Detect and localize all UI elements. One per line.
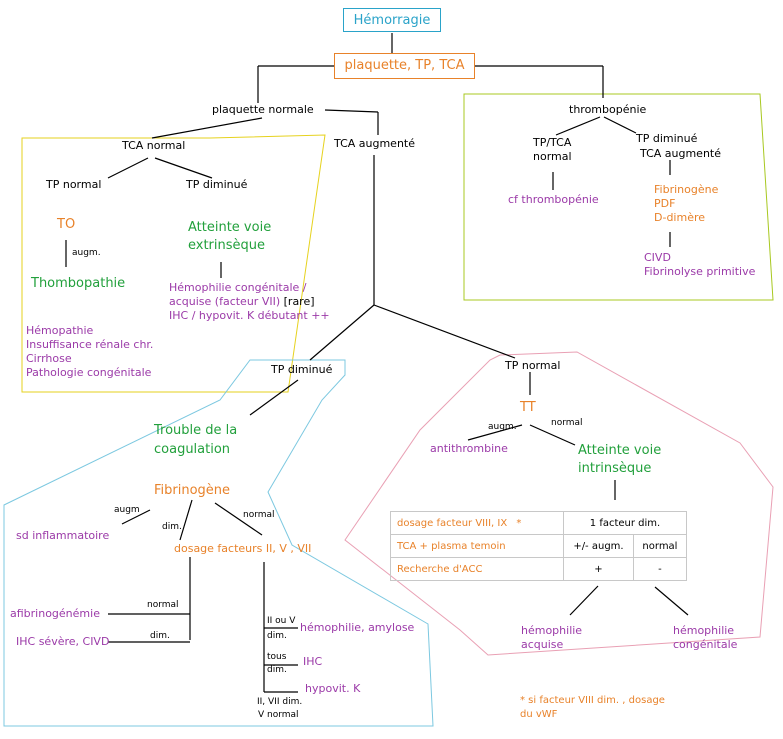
tp-diminue-blue-label: TP diminué — [271, 363, 333, 376]
extrinseque-causes-line1: Hémophilie congénitale / — [169, 281, 307, 294]
antithrombine: antithrombine — [430, 442, 508, 455]
branch-c-line2: V normal — [258, 710, 299, 720]
table-cell: + — [563, 557, 634, 581]
branch-b-line1: tous — [267, 652, 287, 662]
edge-normal-tt: normal — [551, 418, 583, 428]
hypovit-k-result: hypovit. K — [305, 682, 361, 695]
footnote-star: * — [516, 517, 522, 529]
branch-c-line1: II, VII dim. — [257, 697, 303, 707]
intrinseque-line1: Atteinte voie — [578, 443, 662, 458]
cf-thrombopenie: cf thrombopénie — [508, 193, 599, 206]
intrinsic-test-table: dosage facteur VIII, IX * 1 facteur dim.… — [390, 511, 688, 581]
plaquette-normale-label: plaquette normale — [212, 103, 314, 116]
trouble-line2: coagulation — [154, 442, 231, 457]
branch-a-line1: II ou V — [267, 616, 296, 626]
tt-node: TT — [520, 400, 536, 415]
tca-normal-label: TCA normal — [122, 139, 186, 152]
hemophilie-congenitale-line1: hémophilie — [673, 624, 735, 637]
hemophilie-congenitale-line2: congénitale — [673, 638, 738, 651]
olive-region-outline — [463, 93, 774, 301]
extrinseque-causes-line2-text: acquise (facteur VII) — [169, 295, 281, 308]
edge-dim-fib: dim. — [162, 522, 182, 532]
sd-inflammatoire: sd inflammatoire — [16, 529, 110, 542]
branch-b-line2: dim. — [267, 665, 287, 675]
test-fibrinogene: Fibrinogène — [654, 183, 719, 196]
edge-augm-tt: augm. — [488, 422, 517, 432]
ihc-severe-civd: IHC sévère, CIVD — [16, 635, 110, 648]
blue-region-outline — [3, 359, 434, 727]
tp-normal-label: TP normal — [46, 178, 102, 191]
thrombopenie-label: thrombopénie — [569, 103, 647, 116]
edge-augm-to: augm. — [72, 248, 101, 258]
tp-diminue-right-line1: TP diminué — [636, 132, 698, 145]
result-civd: CIVD — [644, 251, 671, 264]
edge-normal-left: normal — [147, 600, 179, 610]
extrinseque-causes-line2: acquise (facteur VII) [rare] — [169, 295, 315, 309]
branch-a-line2: dim. — [267, 631, 287, 641]
hemophilie-acquise-line1: hémophilie — [521, 624, 583, 637]
cause-pathologie-congenitale: Pathologie congénitale — [26, 366, 152, 379]
hemophilie-acquise-line2: acquise — [521, 638, 564, 651]
table-cell: 1 facteur dim. — [563, 511, 687, 535]
tca-augmente-label: TCA augmenté — [334, 137, 416, 150]
dosage-facteurs: dosage facteurs II, V , VII — [174, 542, 312, 555]
tp-tca-normal-line2: normal — [533, 150, 572, 163]
fibrinogene-node: Fibrinogène — [154, 483, 231, 498]
tca-augmente-right-line2: TCA augmenté — [640, 147, 722, 160]
table-row-label: dosage facteur VIII, IX * — [390, 511, 564, 535]
title-hemorragie: Hémorragie — [343, 8, 441, 32]
cause-hemopathie: Hémopathie — [26, 324, 94, 337]
row-label-text: dosage facteur VIII, IX — [397, 517, 508, 529]
table-row: dosage facteur VIII, IX * 1 facteur dim. — [390, 511, 687, 535]
table-row: TCA + plasma temoin +/- augm. normal — [390, 534, 688, 558]
table-cell: +/- augm. — [563, 534, 634, 558]
table-cell: normal — [632, 534, 688, 558]
extrinseque-line2: extrinsèque — [188, 238, 266, 253]
footnote-line1: * si facteur VIII dim. , dosage — [520, 695, 665, 706]
table-row-label: TCA + plasma temoin — [390, 534, 564, 558]
extrinseque-causes-line3: IHC / hypovit. K débutant ++ — [169, 309, 330, 322]
pink-region-outline — [344, 351, 774, 656]
hemophilie-amylose: hémophilie, amylose — [300, 621, 415, 634]
tp-normal-pink-label: TP normal — [505, 359, 561, 372]
cause-insuffisance-renale: Insuffisance rénale chr. — [26, 338, 154, 351]
extrinseque-line1: Atteinte voie — [188, 220, 272, 235]
cause-cirrhose: Cirrhose — [26, 352, 72, 365]
trouble-line1: Trouble de la — [154, 423, 238, 438]
footnote-line2: du vWF — [520, 709, 558, 720]
intrinseque-line2: intrinsèque — [578, 461, 652, 476]
afibrinogenemie: afibrinogénémie — [10, 607, 100, 620]
edge-augm-fib: augm — [114, 505, 140, 515]
table-row: Recherche d'ACC + - — [390, 557, 688, 581]
test-pdf: PDF — [654, 197, 676, 210]
root-node: plaquette, TP, TCA — [334, 53, 475, 79]
to-node: TO — [57, 217, 76, 232]
edge-dim-left: dim. — [150, 631, 170, 641]
tp-diminue-label: TP diminué — [186, 178, 248, 191]
rare-tag: [rare] — [283, 295, 315, 308]
tp-tca-normal-line1: TP/TCA — [533, 136, 572, 149]
test-d-dimere: D-dimère — [654, 211, 706, 224]
ihc-result: IHC — [303, 655, 323, 668]
table-row-label: Recherche d'ACC — [390, 557, 564, 581]
edge-normal-fib: normal — [243, 510, 275, 520]
yellow-region-outline — [21, 134, 326, 393]
thombopathie-node: Thombopathie — [31, 276, 126, 291]
table-cell: - — [632, 557, 688, 581]
result-fibrinolyse: Fibrinolyse primitive — [644, 265, 756, 278]
